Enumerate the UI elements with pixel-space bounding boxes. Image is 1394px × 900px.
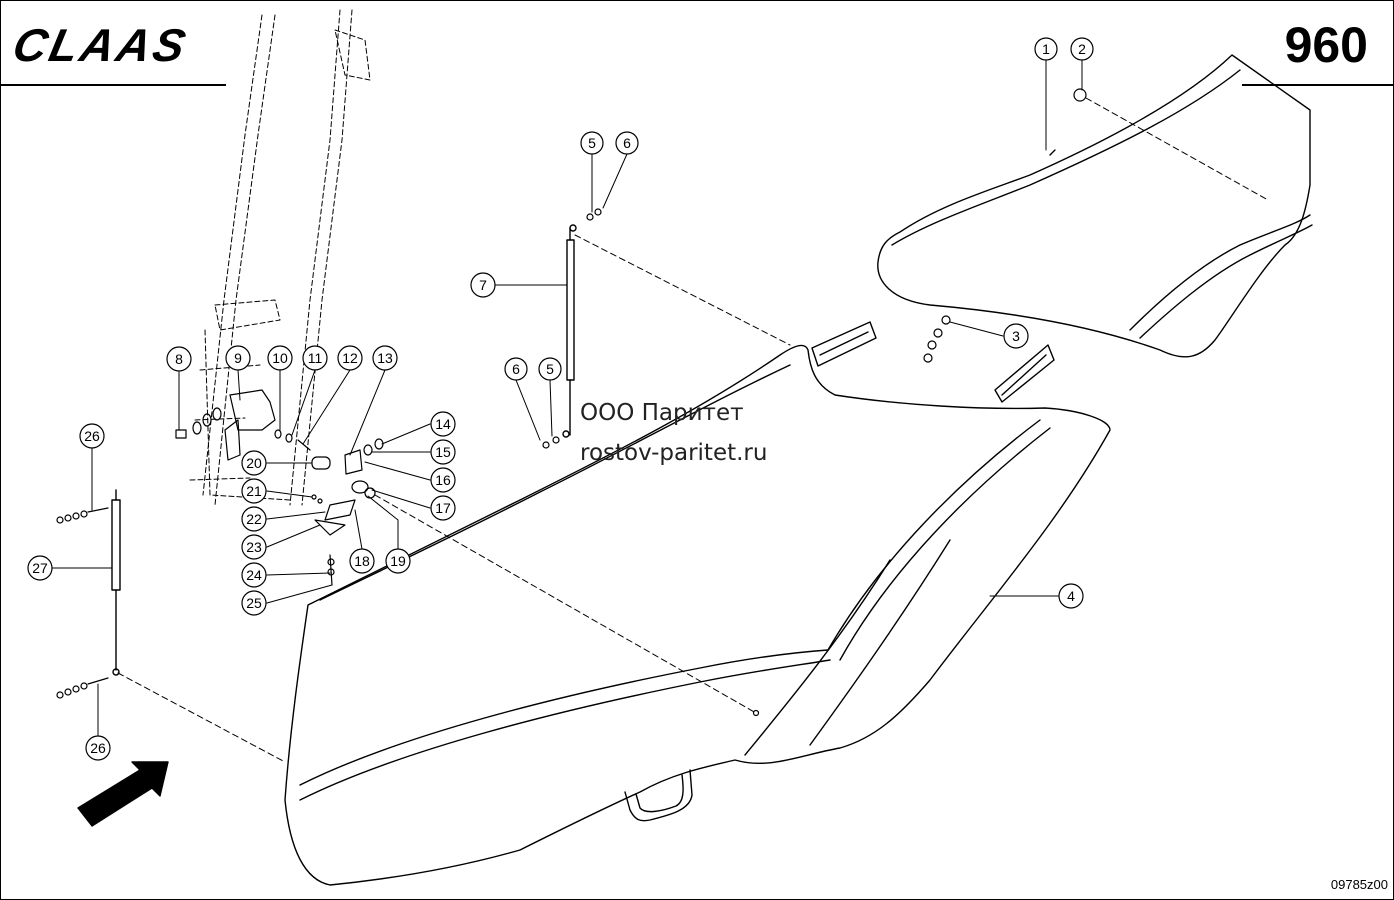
callout-label: 27 (32, 560, 48, 576)
callout-10 (267, 345, 293, 371)
callout-25 (241, 590, 267, 616)
mounting-rails (811, 321, 1055, 403)
callout-3 (1003, 323, 1029, 349)
callout-label: 20 (246, 455, 262, 471)
callout-26-upper (79, 423, 105, 449)
callout-label: 8 (175, 351, 183, 367)
callout-label: 7 (479, 277, 487, 293)
callout-26-lower (85, 735, 111, 761)
callout-label: 5 (588, 135, 596, 151)
callout-label: 10 (272, 350, 288, 366)
callout-21 (241, 478, 267, 504)
callout-9 (225, 345, 251, 371)
callout-label: 2 (1078, 41, 1086, 57)
callout-22 (241, 506, 267, 532)
callout-label: 5 (546, 361, 554, 377)
callout-6-lower (504, 357, 528, 381)
callout-label: 16 (435, 472, 451, 488)
callout-4 (1058, 583, 1084, 609)
callout-label: 11 (308, 350, 323, 366)
callout-14 (430, 411, 456, 437)
callout-label: 19 (390, 553, 406, 569)
callout-label: 1 (1042, 41, 1050, 57)
callout-7 (470, 272, 496, 298)
callout-11 (302, 345, 328, 371)
logo-underline (0, 84, 226, 86)
callout-label: 22 (246, 511, 262, 527)
page-number-underline (1242, 84, 1394, 86)
callout-label: 4 (1067, 588, 1075, 604)
callout-label: 3 (1012, 328, 1020, 344)
callout-2 (1070, 37, 1094, 61)
callout-label: 23 (246, 539, 262, 555)
callout-label: 15 (435, 444, 451, 460)
callout-label: 9 (234, 350, 242, 366)
callout-15 (430, 439, 456, 465)
gas-strut-27 (111, 489, 121, 676)
callout-17 (430, 495, 456, 521)
assembly-lines (117, 97, 1269, 763)
callout-19 (385, 548, 411, 574)
callout-label: 18 (354, 553, 370, 569)
callout-label: 14 (435, 416, 451, 432)
callout-5-lower (538, 357, 562, 381)
callout-label: 25 (246, 595, 262, 611)
callout-12 (337, 345, 363, 371)
main-side-cover (284, 344, 1111, 886)
watermark-company: ООО Паритет (580, 400, 744, 426)
callout-label: 6 (623, 135, 631, 151)
callout-13 (372, 345, 398, 371)
callout-27 (27, 555, 53, 581)
callout-18 (349, 548, 375, 574)
callout-1 (1034, 37, 1058, 61)
direction-arrow-icon (77, 761, 169, 827)
callout-label: 21 (246, 483, 262, 499)
callout-label: 26 (90, 740, 106, 756)
gas-strut-7 (562, 224, 577, 438)
callout-8 (166, 346, 192, 372)
callout-23 (241, 534, 267, 560)
callout-20 (241, 450, 267, 476)
callout-16 (430, 467, 456, 493)
callout-label: 12 (342, 350, 358, 366)
watermark-site: rostov-paritet.ru (580, 440, 768, 466)
callout-label: 13 (377, 350, 393, 366)
upper-side-cover (877, 54, 1313, 358)
callout-label: 24 (246, 567, 262, 583)
callout-5-upper (580, 131, 604, 155)
callout-24 (241, 562, 267, 588)
callout-label: 6 (512, 361, 520, 377)
figure-code: 09785z00 (1330, 877, 1388, 892)
leader-lines (51, 59, 1083, 737)
callout-label: 26 (84, 428, 100, 444)
page-number: 960 (1284, 17, 1368, 73)
callout-6-upper (615, 131, 639, 155)
callout-markers (27, 37, 1094, 761)
hardware-parts (56, 88, 1087, 717)
callout-labels: 1 2 3 4 5 6 7 6 5 8 9 10 11 12 13 14 15 … (32, 41, 1086, 756)
callout-label: 17 (435, 500, 451, 516)
